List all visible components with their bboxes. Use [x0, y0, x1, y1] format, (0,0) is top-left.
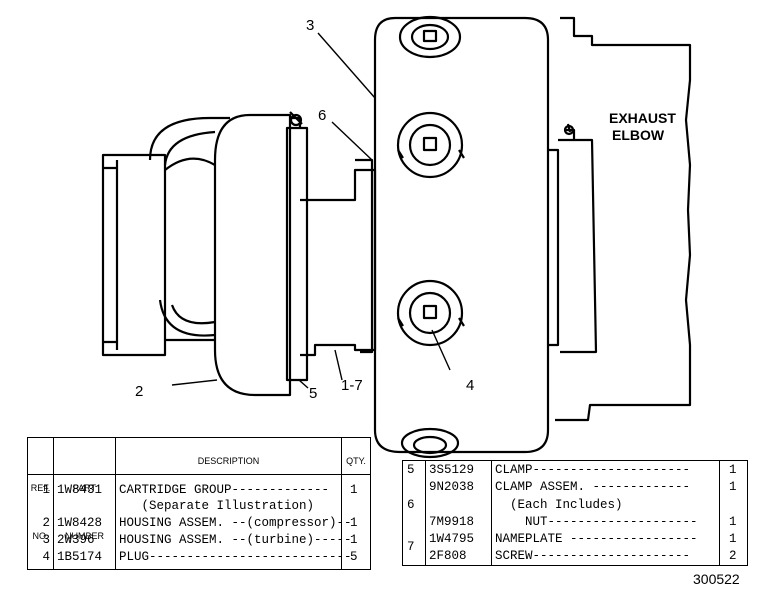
compressor-housing: [213, 113, 292, 397]
parts-table-right: 5 3S5129 CLAMP--------------------- 1 9N…: [402, 460, 748, 566]
header-ref-line2: NO.: [32, 531, 49, 541]
callout-6: 6: [318, 107, 326, 124]
callout-1-7: 1-7: [341, 377, 363, 394]
exhaust-label-line2: ELBOW: [612, 127, 665, 143]
header-qty: QTY.: [346, 456, 366, 466]
header-ref-line1: REF.: [30, 483, 51, 493]
parts-table-left: REF. NO. PART NUMBER DESCRIPTION QTY. 1 …: [27, 437, 371, 570]
header-part-line1: PART: [72, 483, 97, 493]
center-housing: [300, 168, 377, 357]
exhaust-label-line1: EXHAUST: [609, 110, 676, 126]
header-description: DESCRIPTION: [197, 456, 260, 466]
elbow-flange: [558, 138, 598, 354]
header-part-line2: NUMBER: [64, 531, 104, 541]
callout-4: 4: [466, 377, 474, 394]
callout-3: 3: [306, 17, 314, 34]
compressor-inlet: [101, 153, 167, 357]
exhaust-elbow: [555, 16, 692, 422]
plug-bosses: [396, 15, 465, 459]
callout-2: 2: [135, 383, 143, 400]
figure-number: 300522: [693, 571, 740, 587]
clamp: [285, 126, 309, 382]
turbine-housing: [373, 16, 550, 454]
callout-5: 5: [309, 385, 317, 402]
